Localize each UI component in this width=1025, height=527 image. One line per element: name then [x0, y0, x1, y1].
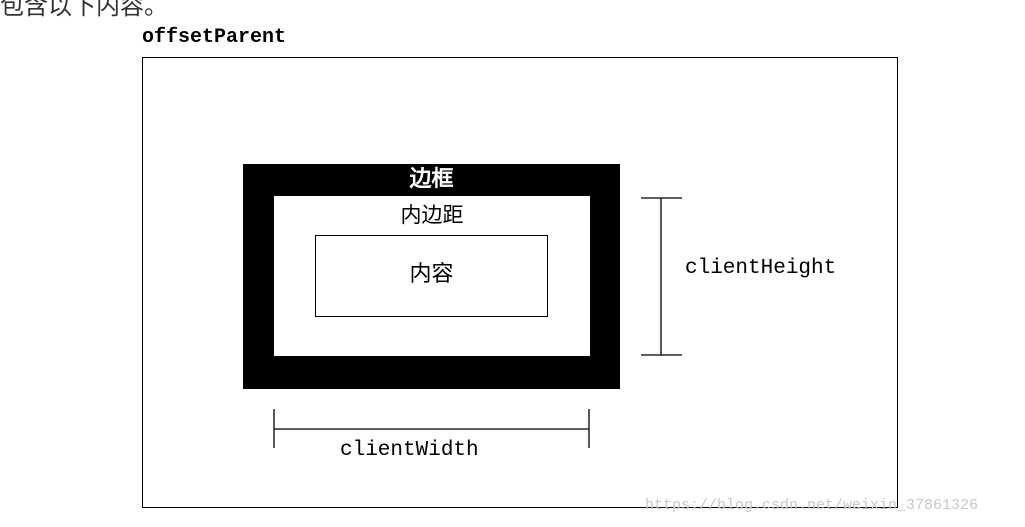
- client-height-indicator: [641, 197, 682, 356]
- offset-parent-box: [142, 57, 898, 508]
- content-label: 内容: [409, 262, 454, 287]
- watermark: https://blog.csdn.net/weixin_37861326: [645, 497, 979, 514]
- cropped-header-text: 包含以下内容。: [0, 0, 168, 20]
- client-width-label: clientWidth: [340, 439, 479, 462]
- client-width-indicator: [273, 409, 590, 448]
- border-label: 边框: [409, 167, 454, 192]
- offset-parent-title: offsetParent: [142, 26, 287, 49]
- client-height-label: clientHeight: [685, 257, 837, 280]
- padding-label: 内边距: [400, 203, 464, 227]
- content-region: [315, 235, 548, 317]
